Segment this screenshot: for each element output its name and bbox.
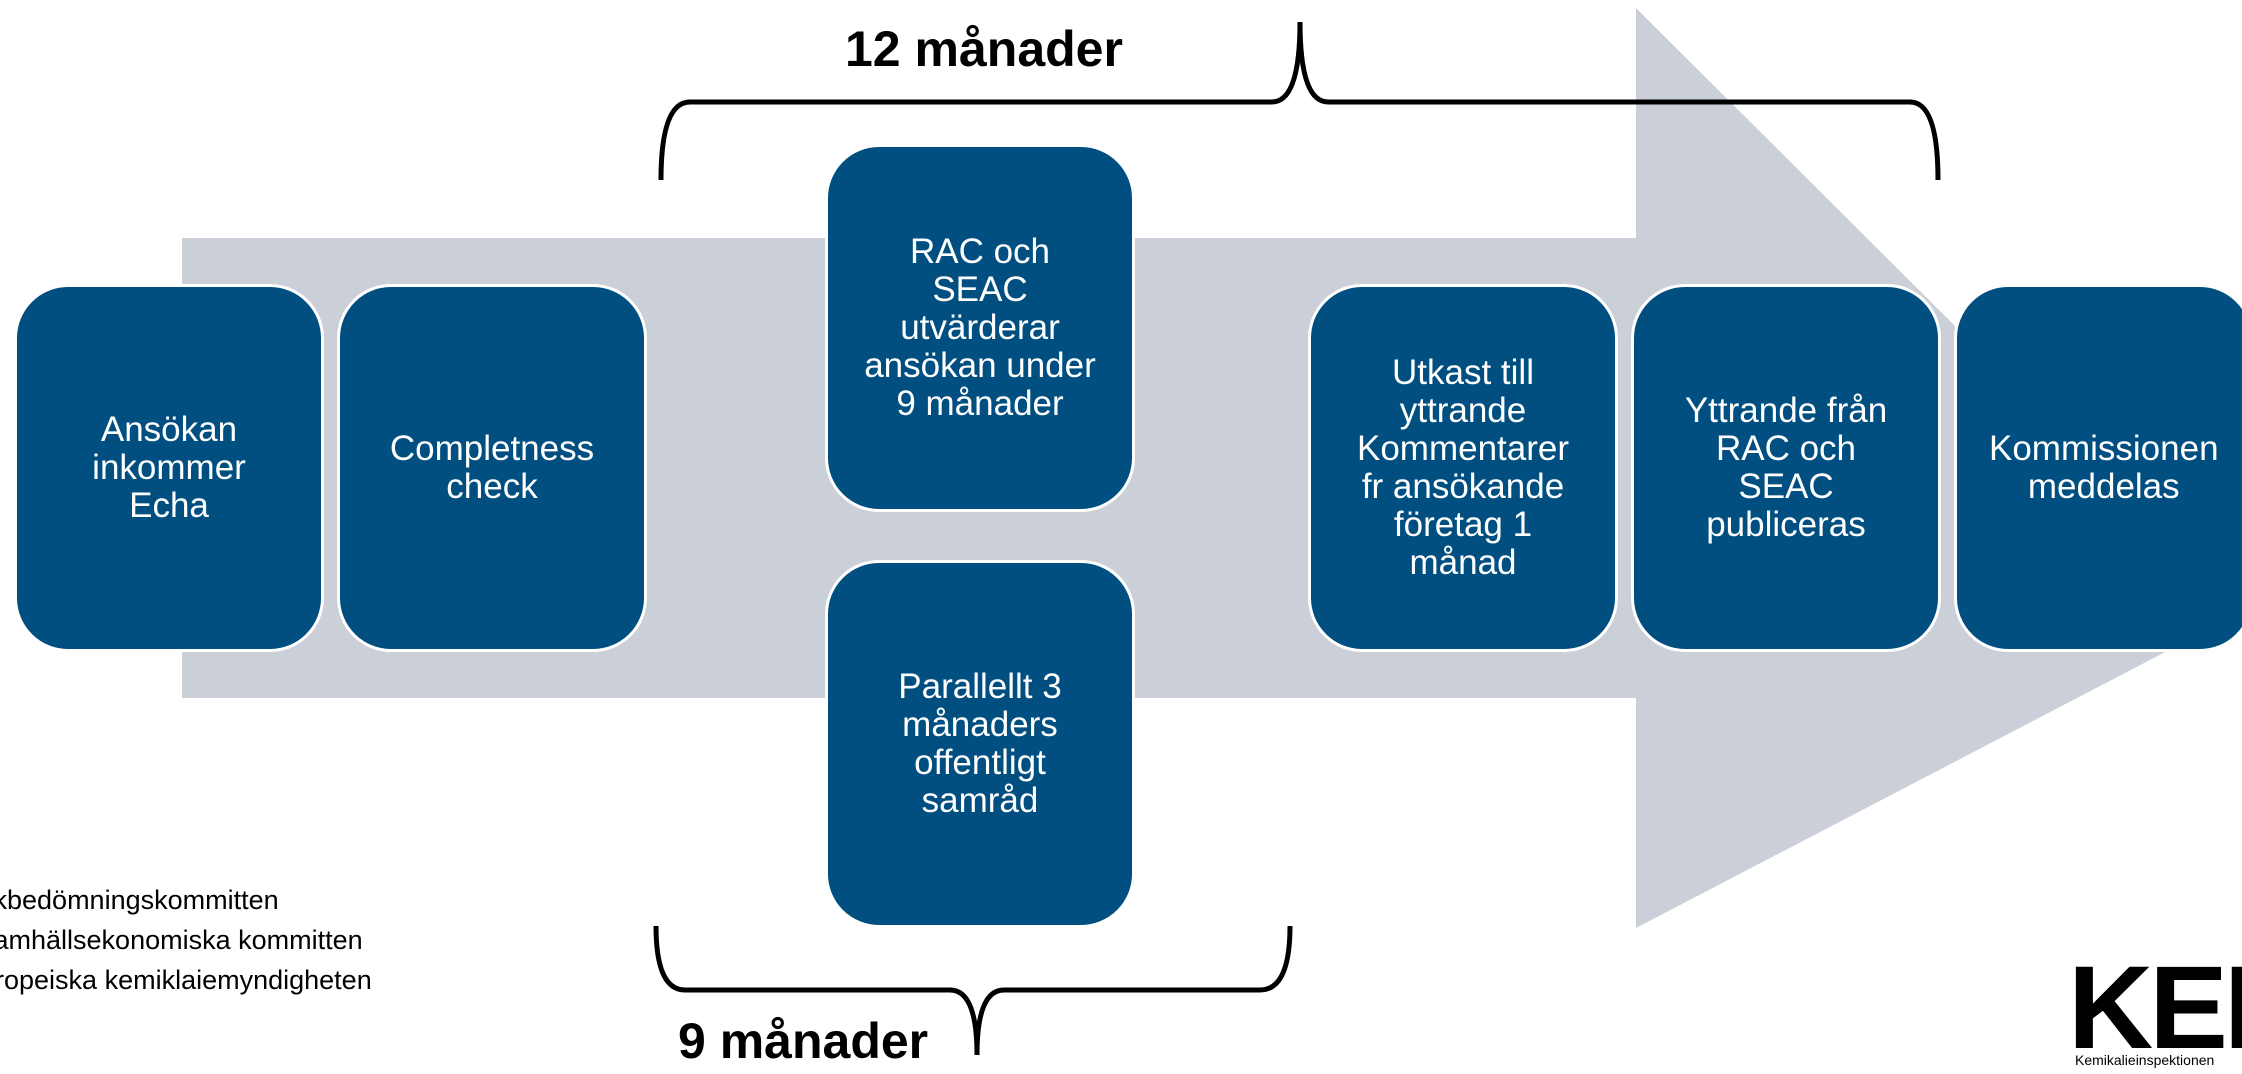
process-arrow	[182, 8, 2242, 928]
step-label: Parallellt 3 månaders offentligt samråd	[898, 667, 1062, 820]
step-box-opinion-published: Yttrande från RAC och SEAC publiceras	[1631, 284, 1941, 652]
legend-line: skbedömningskommitten	[0, 885, 279, 915]
kemi-logo-subtext: Kemikalieinspektionen	[2075, 1052, 2215, 1068]
step-label: Kommissionen meddelas	[1989, 429, 2219, 506]
abbreviation-legend: skbedömningskommitten samhällsekonomiska…	[0, 880, 372, 1000]
bottom-brace-label: 9 månader	[678, 1013, 929, 1069]
step-box-completeness-check: Completness check	[337, 284, 647, 652]
step-label: Ansökan inkommer Echa	[92, 410, 246, 525]
step-box-public-consultation: Parallellt 3 månaders offentligt samråd	[825, 560, 1135, 928]
bottom-brace	[653, 925, 1293, 1056]
step-label: Yttrande från RAC och SEAC publiceras	[1684, 391, 1888, 544]
top-brace-label: 12 månader	[845, 21, 1123, 77]
step-box-application-received: Ansökan inkommer Echa	[14, 284, 324, 652]
step-label: RAC och SEAC utvärderar ansökan under 9 …	[864, 232, 1096, 423]
step-box-rac-seac-evaluation: RAC och SEAC utvärderar ansökan under 9 …	[825, 144, 1135, 512]
legend-line: uropeiska kemiklaiemyndigheten	[0, 965, 372, 995]
legend-line: samhällsekonomiska kommitten	[0, 925, 363, 955]
step-box-draft-opinion: Utkast till yttrande Kommentarer fr ansö…	[1308, 284, 1618, 652]
kemi-logo: KEM	[2068, 942, 2242, 1074]
step-box-commission-notified: Kommissionen meddelas	[1954, 284, 2242, 652]
step-label: Utkast till yttrande Kommentarer fr ansö…	[1356, 353, 1570, 582]
step-label: Completness check	[389, 429, 595, 506]
top-brace	[658, 21, 1941, 181]
